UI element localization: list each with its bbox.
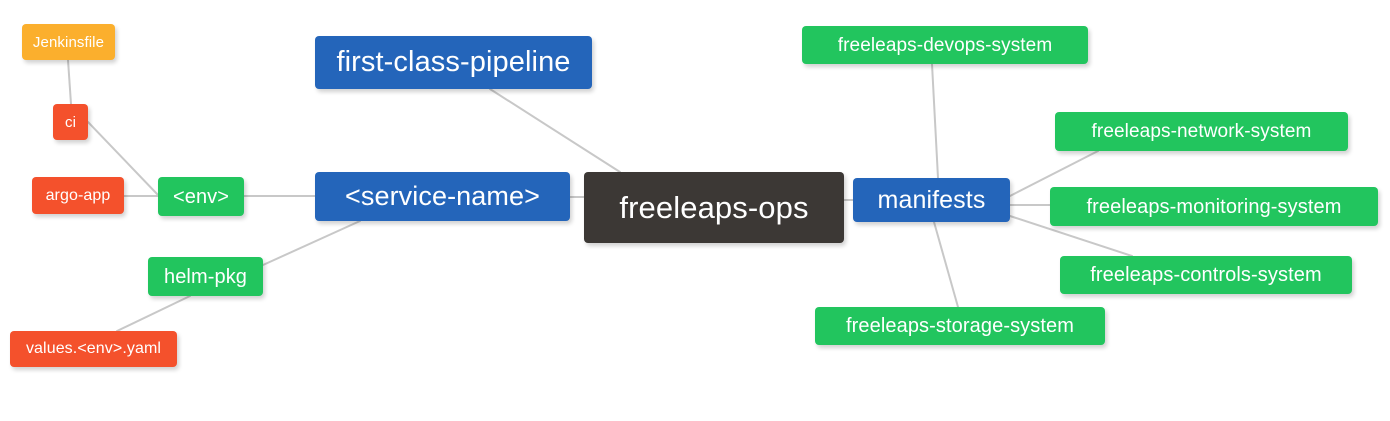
edge-manifests-to-storage-system: [933, 221, 959, 308]
mindmap-node-jenkinsfile[interactable]: Jenkinsfile: [22, 24, 115, 60]
mindmap-node-label: freeleaps-monitoring-system: [1086, 195, 1342, 218]
mindmap-node-label: ci: [64, 113, 77, 131]
mindmap-node-storage-system[interactable]: freeleaps-storage-system: [815, 307, 1105, 345]
edge-manifests-to-devops-system: [931, 63, 939, 179]
edge-service-name-to-helm-pkg: [262, 220, 361, 266]
mindmap-node-label: freeleaps-network-system: [1091, 121, 1312, 142]
mindmap-node-label: <env>: [172, 185, 230, 208]
mindmap-node-ci[interactable]: ci: [53, 104, 88, 140]
mindmap-node-manifests[interactable]: manifests: [853, 178, 1010, 222]
mindmap-node-label: manifests: [877, 185, 986, 214]
mindmap-node-service-name[interactable]: <service-name>: [315, 172, 570, 221]
mindmap-node-label: freeleaps-storage-system: [845, 315, 1075, 337]
mindmap-node-first-class-pipeline[interactable]: first-class-pipeline: [315, 36, 592, 89]
mindmap-node-freeleaps-ops[interactable]: freeleaps-ops: [584, 172, 844, 243]
edge-jenkinsfile-to-ci: [67, 59, 72, 105]
mindmap-node-label: helm-pkg: [163, 265, 248, 288]
mindmap-node-controls-system[interactable]: freeleaps-controls-system: [1060, 256, 1352, 294]
edge-helm-pkg-to-values-env-yaml: [116, 295, 191, 332]
mindmap-node-devops-system[interactable]: freeleaps-devops-system: [802, 26, 1088, 64]
mindmap-node-label: first-class-pipeline: [336, 46, 571, 78]
mindmap-node-label: <service-name>: [345, 181, 540, 211]
mindmap-node-monitoring-system[interactable]: freeleaps-monitoring-system: [1050, 187, 1378, 226]
mindmap-node-label: Jenkinsfile: [32, 33, 105, 51]
mindmap-node-label: values.<env>.yaml: [25, 340, 162, 357]
mindmap-node-label: freeleaps-devops-system: [837, 34, 1053, 56]
mindmap-node-helm-pkg[interactable]: helm-pkg: [148, 257, 263, 296]
mindmap-node-values-env-yaml[interactable]: values.<env>.yaml: [10, 331, 177, 367]
mindmap-node-network-system[interactable]: freeleaps-network-system: [1055, 112, 1348, 151]
mindmap-node-argo-app[interactable]: argo-app: [32, 177, 124, 214]
mindmap-node-label: argo-app: [45, 186, 111, 204]
edge-service-name-to-first-class-pipeline: [489, 88, 621, 173]
mindmap-node-label: freeleaps-controls-system: [1090, 264, 1322, 286]
mindmap-node-label: freeleaps-ops: [619, 190, 809, 225]
mindmap-node-env[interactable]: <env>: [158, 177, 244, 216]
